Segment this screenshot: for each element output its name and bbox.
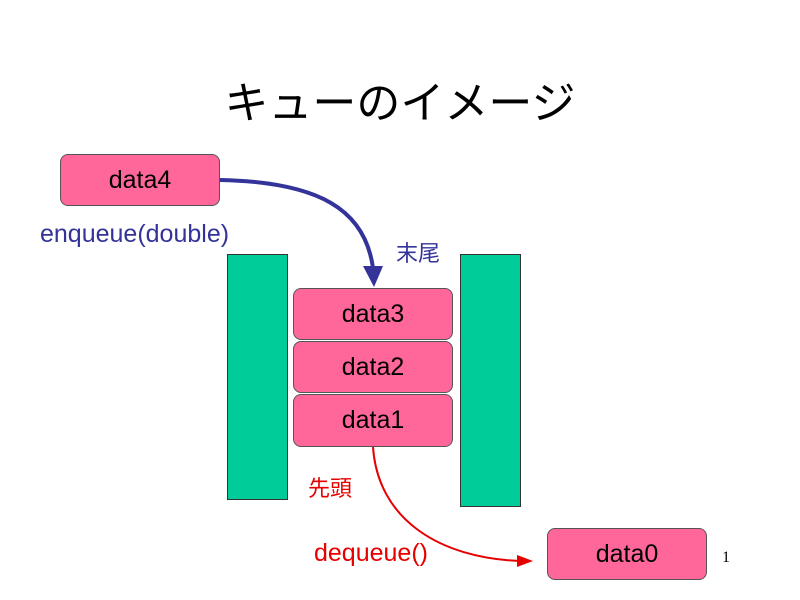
tail-label: 末尾 — [396, 241, 441, 266]
dequeue-label: dequeue() — [314, 539, 428, 567]
incoming-data-box: data4 — [60, 154, 220, 206]
queue-left-wall — [227, 254, 288, 500]
queue-item-data3: data3 — [293, 288, 453, 340]
enqueue-arrowhead-icon — [363, 266, 383, 287]
queue-item-data1: data1 — [293, 394, 453, 447]
dequeue-arrowhead-icon — [517, 555, 533, 567]
enqueue-label: enqueue(double) — [40, 220, 230, 248]
outgoing-data-box: data0 — [547, 528, 707, 580]
head-label: 先頭 — [308, 476, 353, 501]
slide-title: キューのイメージ — [224, 78, 576, 129]
page-number: 1 — [722, 549, 730, 566]
queue-right-wall — [460, 254, 521, 507]
queue-item-data2: data2 — [293, 341, 453, 393]
